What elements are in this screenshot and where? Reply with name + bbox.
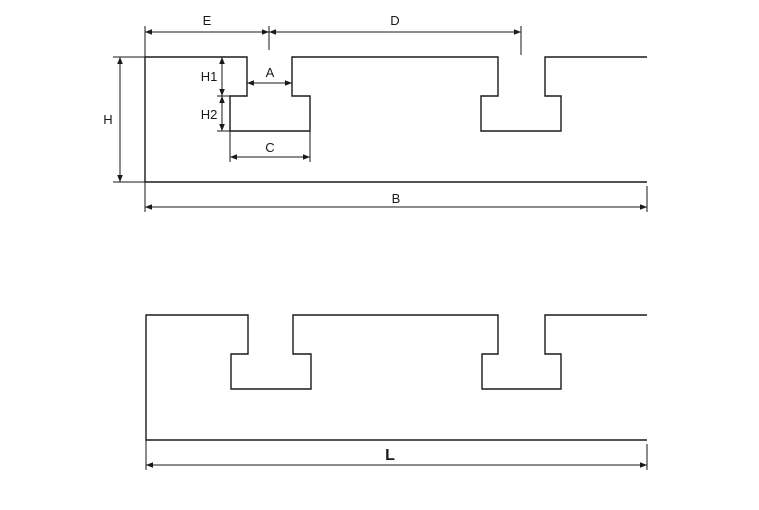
label-b: B xyxy=(392,191,401,206)
dimension-b: B xyxy=(144,182,648,212)
label-e: E xyxy=(203,13,212,28)
top-profile xyxy=(144,56,647,183)
top-profile-outline xyxy=(144,56,647,183)
label-h1: H1 xyxy=(201,69,218,84)
dimension-h: H xyxy=(103,56,145,183)
label-h2: H2 xyxy=(201,107,218,122)
dimension-h1-h2: H1 H2 xyxy=(201,56,247,132)
bottom-profile xyxy=(145,314,647,441)
label-c: C xyxy=(265,140,274,155)
dimension-l: L xyxy=(145,440,648,470)
dimension-d: D xyxy=(269,13,522,55)
label-l: L xyxy=(385,447,395,464)
dimension-e: E xyxy=(144,13,270,57)
label-d: D xyxy=(390,13,399,28)
dimension-a: A xyxy=(247,65,292,86)
label-h: H xyxy=(103,112,112,127)
dimension-c: C xyxy=(229,131,311,162)
bottom-profile-outline xyxy=(145,314,647,441)
label-a: A xyxy=(266,65,275,80)
